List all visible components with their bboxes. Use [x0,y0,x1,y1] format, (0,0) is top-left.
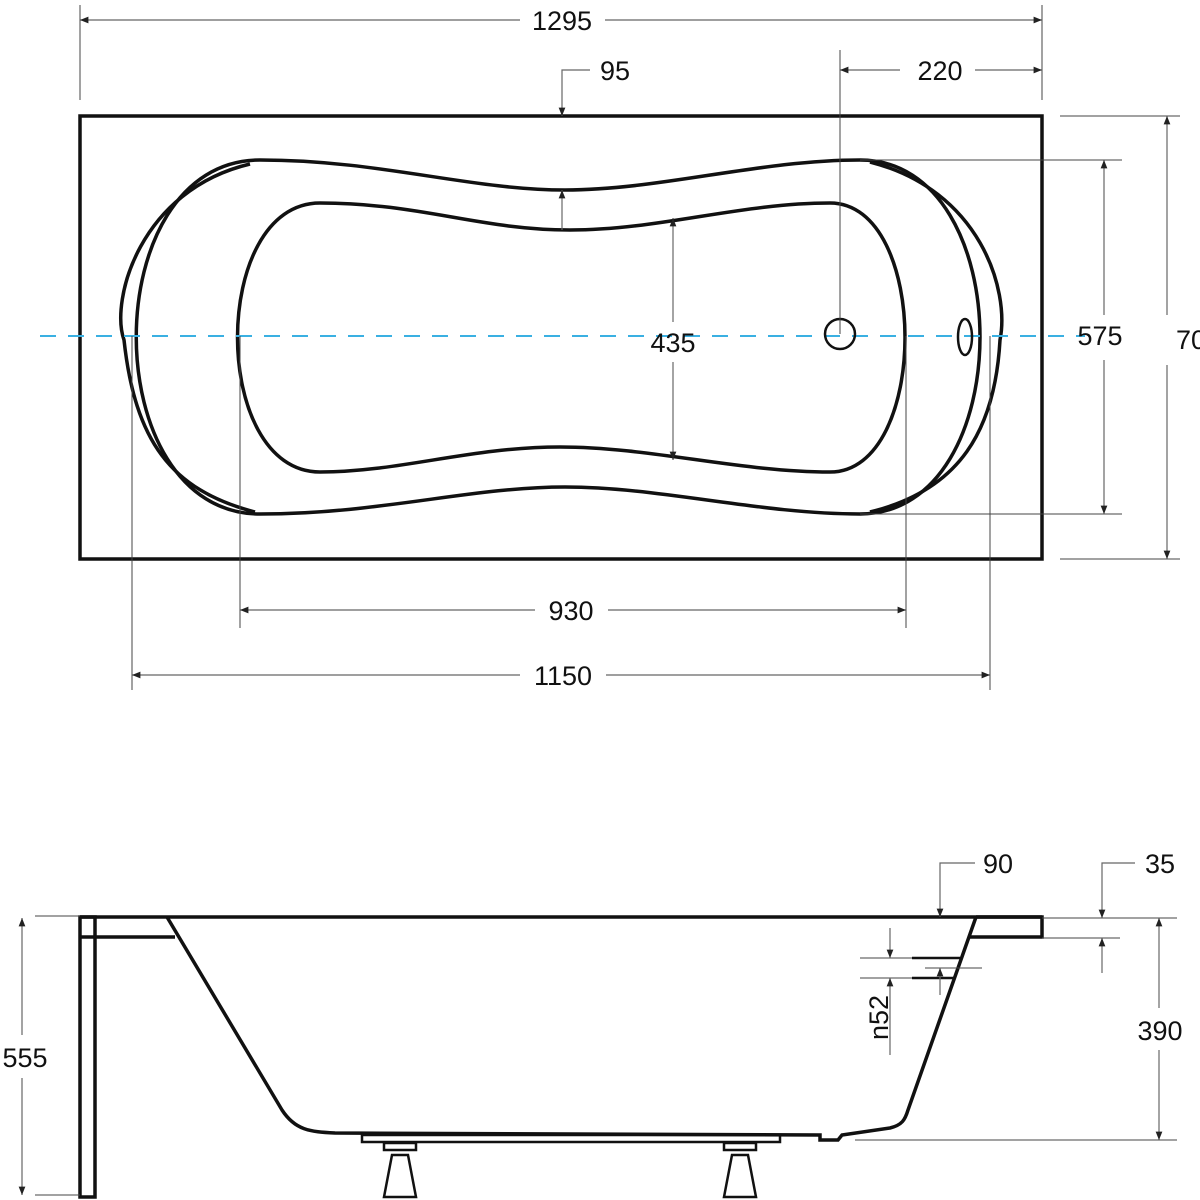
dim-rim-width: 95 [600,56,630,86]
dim-outer-bowl-width: 575 [1077,321,1122,351]
inner-bowl-outline [235,201,907,474]
side-bowl-outline [165,916,978,1142]
dim-inner-bowl-length: 930 [548,596,593,626]
side-view: n52 555 90 35 390 [2,849,1183,1199]
overflow-icon [956,317,974,357]
front-panel [78,915,97,1199]
dim-drain-offset: 220 [917,56,962,86]
foot-left [382,1141,418,1199]
foot-right [722,1141,758,1199]
outer-bowl-end-arc-right [869,160,1004,514]
dim-rim-thickness: 35 [1145,849,1175,879]
dim-rim-ledge: 90 [983,849,1013,879]
tub-outer-rim [78,114,1044,561]
dim-inner-bowl-width: 435 [650,328,695,358]
top-view: 1295 95 220 700 575 435 930 [40,5,1200,691]
dim-total-height: 555 [2,1043,47,1073]
outer-bowl-end-arc-left [119,162,256,514]
dim-outer-bowl-length: 1150 [534,661,592,691]
dim-overall-length: 1295 [532,6,592,36]
dim-overall-width: 700 [1176,325,1200,355]
dim-bowl-depth: 390 [1137,1016,1182,1046]
support-frame [360,1133,782,1144]
dim-overflow: n52 [864,995,894,1040]
